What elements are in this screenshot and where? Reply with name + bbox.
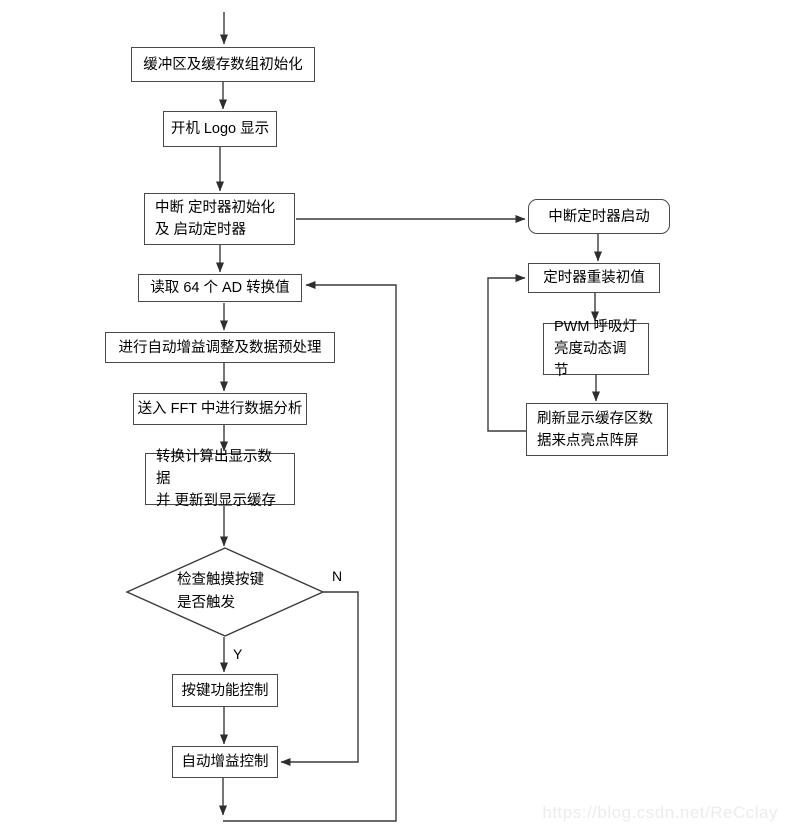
decision-diamond xyxy=(125,547,325,637)
node-convert-display: 转换计算出显示数据 并 更新到显示缓存 xyxy=(145,449,295,509)
node-timer-reload: 定时器重装初值 xyxy=(528,263,660,293)
node-init-buffer: 缓冲区及缓存数组初始化 xyxy=(131,47,315,82)
node-key-control: 按键功能控制 xyxy=(172,674,278,707)
node-gain-preprocess: 进行自动增益调整及数据预处理 xyxy=(105,332,335,363)
watermark-text: https://blog.csdn.net/ReCclay xyxy=(542,803,778,822)
decision-label: 检查触摸按键 是否触发 xyxy=(177,572,264,611)
node-read-ad: 读取 64 个 AD 转换值 xyxy=(138,274,302,302)
node-fft-analysis: 送入 FFT 中进行数据分析 xyxy=(133,393,307,425)
edge-decision-no-to-autogain xyxy=(280,591,359,766)
node-auto-gain: 自动增益控制 xyxy=(172,746,278,778)
node-timer-start: 中断定时器启动 xyxy=(528,199,670,234)
edge-loop-back-to-readad xyxy=(223,281,397,822)
node-pwm-breath: PWM 呼吸灯 亮度动态调节 xyxy=(543,319,649,379)
node-timer-init: 中断 定时器初始化 及 启动定时器 xyxy=(144,193,295,245)
node-boot-logo: 开机 Logo 显示 xyxy=(163,111,277,147)
branch-label-y: Y xyxy=(233,646,243,662)
edge-refresh-loop-to-reload xyxy=(487,274,526,432)
branch-label-n: N xyxy=(332,568,343,584)
node-refresh-display: 刷新显示缓存区数 据来点亮点阵屏 xyxy=(526,403,668,456)
